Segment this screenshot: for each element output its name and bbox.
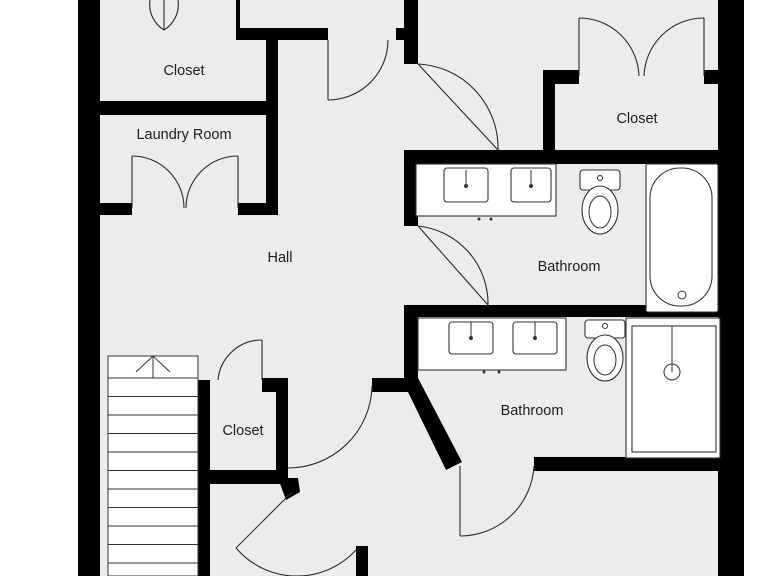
closet-door-top-left [149, 0, 179, 31]
bathroom-upper-fixtures [415, 163, 719, 313]
hall-door-lower [287, 386, 373, 469]
closet-stairs-door [217, 339, 263, 381]
label-bathroom-upper: Bathroom [538, 259, 601, 275]
doors [131, 0, 705, 576]
label-closet-top-right: Closet [616, 111, 657, 127]
hall-door-right [417, 63, 499, 151]
hall-door-top [327, 39, 389, 101]
label-hall: Hall [268, 250, 293, 266]
label-laundry-room: Laundry Room [136, 127, 231, 143]
bathroom-lower-fixtures [417, 317, 721, 459]
label-closet-top-left: Closet [163, 63, 204, 79]
bathroom-upper-door [417, 225, 489, 306]
laundry-door [131, 155, 239, 209]
walls [78, 0, 744, 576]
staircase [107, 355, 199, 576]
bedroom-door-bottom [235, 491, 357, 576]
bathroom-lower-door [459, 465, 535, 537]
label-bathroom-lower: Bathroom [501, 403, 564, 419]
closet-door-top-right [578, 17, 705, 77]
room-labels: Closet Laundry Room Closet Hall Bathroom… [136, 63, 657, 439]
label-closet-stairs: Closet [222, 423, 263, 439]
